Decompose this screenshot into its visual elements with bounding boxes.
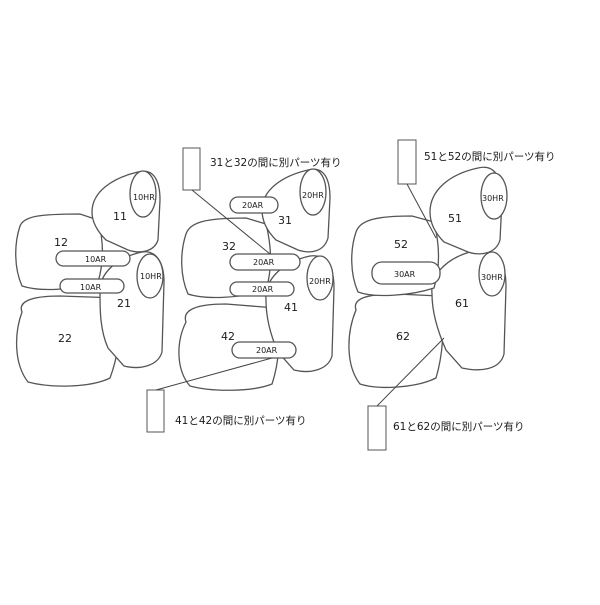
- group-3: 51と52の間に別パーツ有り 61と62の間に別パーツ有り 51 52 61 6…: [348, 139, 556, 451]
- label-21: 21: [117, 297, 131, 310]
- label-12: 12: [54, 236, 68, 249]
- label-30hr-upper: 30HR: [482, 194, 504, 203]
- label-20hr-upper: 20HR: [302, 191, 324, 200]
- armrest-10ar-upper: [55, 250, 131, 267]
- label-30ar-mid: 30AR: [394, 270, 416, 279]
- label-32: 32: [222, 240, 236, 253]
- seat-22: [15, 295, 121, 387]
- group-1: 11 12 21 22 10HR 10HR 10AR 10AR: [15, 170, 165, 387]
- leader-line-61-62: [376, 337, 445, 407]
- note-31-32: 31と32の間に別パーツ有り: [210, 156, 342, 169]
- note-box-51-52: [397, 139, 417, 185]
- note-box-61-62: [367, 405, 387, 451]
- armrest-20ar-mid: [229, 281, 295, 297]
- label-61: 61: [455, 297, 469, 310]
- armrest-30ar-mid: [371, 261, 441, 285]
- headrest-30hr-upper: [480, 172, 508, 220]
- label-20hr-lower: 20HR: [309, 277, 331, 286]
- headrest-20hr-lower: [306, 255, 334, 301]
- headrest-10hr-lower: [136, 253, 164, 299]
- note-box-41-42: [146, 389, 165, 433]
- armrest-10ar-lower: [59, 278, 125, 294]
- armrest-20ar-top: [229, 196, 279, 214]
- label-10hr-upper: 10HR: [133, 193, 155, 202]
- leader-line-31-32: [191, 189, 271, 255]
- label-10ar-upper: 10AR: [85, 255, 107, 264]
- note-41-42: 41と42の間に別パーツ有り: [175, 414, 307, 427]
- headrest-30hr-lower: [478, 251, 506, 297]
- label-20ar-upper: 20AR: [253, 258, 275, 267]
- label-11: 11: [113, 210, 127, 223]
- leader-line-51-52: [406, 183, 437, 239]
- note-51-52: 51と52の間に別パーツ有り: [424, 150, 556, 163]
- label-42: 42: [221, 330, 235, 343]
- note-box-31-32: [182, 147, 201, 191]
- armrest-20ar-lower: [231, 341, 297, 359]
- group-2: 31と32の間に別パーツ有り 41と42の間に別パーツ有り 31 32 41 4…: [146, 147, 342, 433]
- label-52: 52: [394, 238, 408, 251]
- leader-line-41-42: [155, 357, 273, 391]
- label-41: 41: [284, 301, 298, 314]
- headrest-20hr-upper: [299, 168, 327, 216]
- label-20ar-mid: 20AR: [252, 285, 274, 294]
- label-10hr-lower: 10HR: [140, 272, 162, 281]
- label-20ar-top: 20AR: [242, 201, 264, 210]
- label-62: 62: [396, 330, 410, 343]
- armrest-20ar-upper: [229, 253, 301, 271]
- label-30hr-lower: 30HR: [481, 273, 503, 282]
- note-61-62: 61と62の間に別パーツ有り: [393, 420, 525, 433]
- label-10ar-lower: 10AR: [80, 283, 102, 292]
- headrest-10hr-upper: [129, 170, 157, 218]
- label-31: 31: [278, 214, 292, 227]
- label-20ar-lower: 20AR: [256, 346, 278, 355]
- seat-42: [178, 303, 280, 391]
- label-22: 22: [58, 332, 72, 345]
- label-51: 51: [448, 212, 462, 225]
